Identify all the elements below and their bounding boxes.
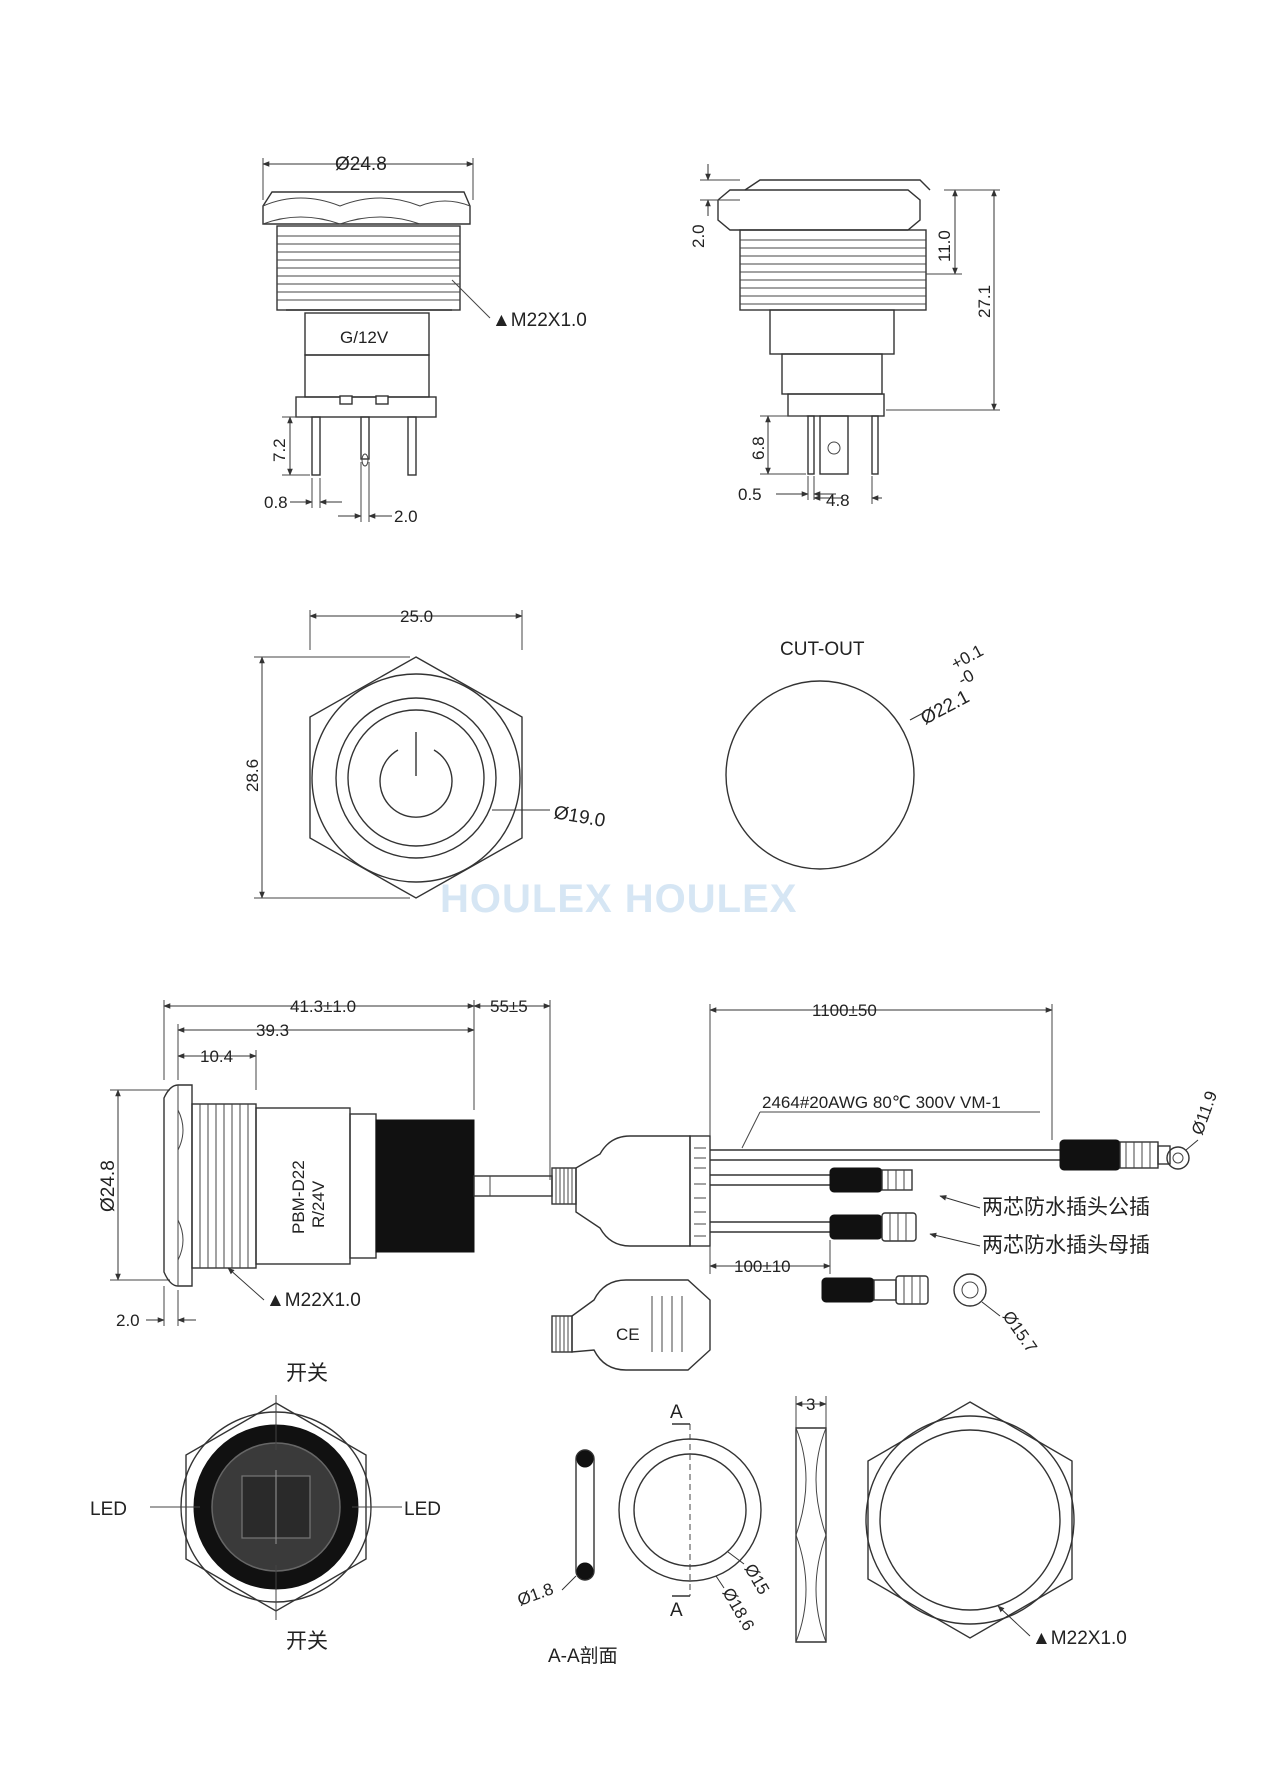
oring-view: Ø1.8 A-A剖面 A A Ø15 Ø18.6 [515, 1402, 773, 1667]
side-view: 2.0 11.0 27.1 6.8 0.5 4.8 [689, 164, 1000, 510]
oring-section-label: A-A剖面 [548, 1645, 618, 1667]
top-height-label: 28.6 [243, 759, 262, 792]
side-pin-thickness-label: 0.5 [738, 485, 762, 504]
cable-length-label: 1100±50 [812, 1001, 877, 1020]
top-button-diameter-label: Ø19.0 [552, 802, 607, 832]
rear-switch-bottom-label: 开关 [286, 1629, 328, 1653]
nut-thickness-label: 3 [806, 1395, 815, 1414]
cable-head-height-label: 2.0 [116, 1311, 140, 1330]
front-pin-spacing-label: 2.0 [394, 507, 418, 526]
cable-thread-length-label: 10.4 [200, 1047, 233, 1066]
cable-spec-label: 2464#20AWG 80℃ 300V VM-1 [762, 1093, 1001, 1112]
top-width-label: 25.0 [400, 607, 433, 626]
front-pin-width-label: 0.8 [264, 493, 288, 512]
oring-inner-diameter-label: Ø15 [741, 1561, 774, 1598]
cable-sleeve-label: 55±5 [490, 997, 528, 1016]
cutout-view: CUT-OUT Ø22.1 +0.1 -0 [725, 639, 987, 870]
cable-model-marking: PBM-D22 [289, 1160, 308, 1234]
front-pin-height-label: 7.2 [270, 438, 289, 462]
cable-diameter-label: Ø24.8 [98, 1160, 119, 1212]
front-diameter-label: Ø24.8 [335, 154, 387, 175]
front-view: Ø24.8 G/12V 7.2 [262, 154, 587, 526]
front-body-label: G/12V [340, 328, 389, 347]
cutout-diameter-label: Ø22.1 [917, 687, 973, 730]
nut-view: 3 ▲M22X1.0 [795, 1395, 1127, 1649]
front-thread-label: ▲M22X1.0 [492, 310, 587, 331]
cutout-title: CUT-OUT [780, 639, 865, 660]
cable-ce-mark: CE [616, 1325, 640, 1344]
nut-thread-label: ▲M22X1.0 [1032, 1628, 1127, 1649]
rear-switch-top-label: 开关 [286, 1361, 328, 1385]
oring-cross-section-label: Ø1.8 [515, 1579, 556, 1609]
side-thread-length-label: 11.0 [935, 230, 954, 262]
cable-thread-label: ▲M22X1.0 [266, 1290, 361, 1311]
oring-outer-diameter-label: Ø18.6 [719, 1585, 759, 1635]
cable-male-plug-label: 两芯防水插头公插 [982, 1195, 1150, 1219]
cable-assembly-view: 41.3±1.0 55±5 39.3 10.4 Ø24.8 PBM-D22 R/… [98, 997, 1221, 1371]
watermark: HOULEX HOULEX [440, 877, 797, 921]
top-view: 25.0 28.6 Ø19.0 [243, 607, 607, 899]
rear-led-left-label: LED [90, 1499, 127, 1520]
cable-split-length-label: 100±10 [734, 1257, 791, 1276]
rear-view: 开关 开关 LED LED [90, 1361, 441, 1653]
rear-led-right-label: LED [404, 1499, 441, 1520]
cable-connector-diameter-label: Ø11.9 [1188, 1089, 1221, 1138]
side-pin-height-label: 6.8 [749, 436, 768, 460]
cable-female-plug-label: 两芯防水插头母插 [982, 1233, 1150, 1257]
side-head-height-label: 2.0 [689, 224, 708, 248]
cable-voltage-marking: R/24V [309, 1180, 328, 1228]
side-pin-width-label: 4.8 [826, 491, 850, 510]
oring-section-mark-bottom: A [670, 1600, 683, 1621]
cable-total-length-label: 41.3±1.0 [290, 997, 356, 1016]
cable-plug-diameter-label: Ø15.7 [999, 1307, 1041, 1356]
oring-section-mark-top: A [670, 1402, 683, 1423]
side-total-height-label: 27.1 [975, 285, 994, 318]
cable-body-length-label: 39.3 [256, 1021, 289, 1040]
